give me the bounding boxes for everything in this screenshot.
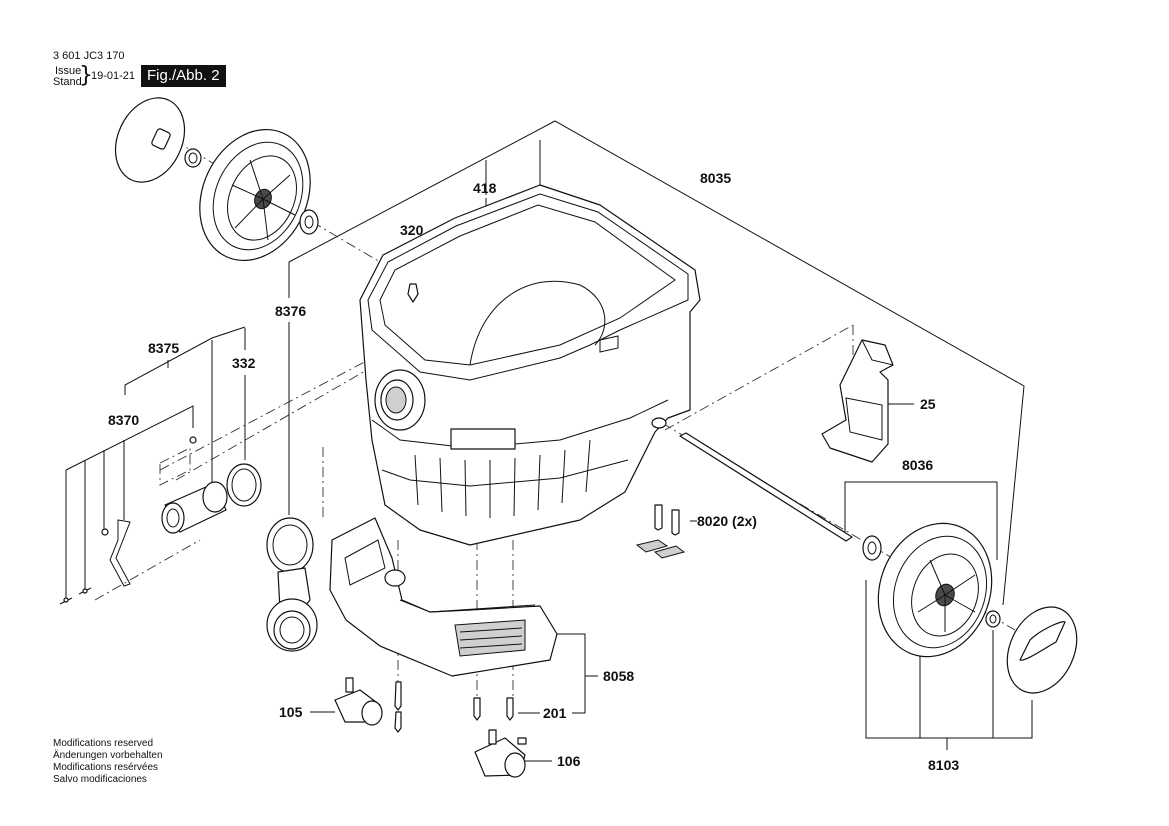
screws-201	[394, 681, 514, 733]
caster-105	[334, 677, 383, 726]
callout-labels: 8035 418 320 8376 8375 332 8370 25 8036 …	[108, 170, 959, 773]
callout-8058: 8058	[603, 668, 634, 684]
callout-320: 320	[400, 222, 424, 238]
note-line-de: Änderungen vorbehalten	[53, 750, 163, 761]
callout-418: 418	[473, 180, 497, 196]
wheel-spacer-right	[862, 535, 882, 561]
callout-8375: 8375	[148, 340, 179, 356]
left-wheel-assembly	[114, 97, 319, 262]
note-line-es: Salvo modificaciones	[53, 774, 147, 785]
callout-8370: 8370	[108, 412, 139, 428]
leader-lines	[65, 120, 1033, 762]
base-8058	[329, 517, 558, 677]
part-320-fitting	[407, 283, 419, 303]
callout-8020: 8020 (2x)	[697, 513, 757, 529]
connector-cap	[266, 517, 314, 573]
issue-date: 19-01-21	[91, 70, 136, 82]
callout-201: 201	[543, 705, 567, 721]
retaining-washer	[184, 148, 202, 168]
callout-8035: 8035	[700, 170, 731, 186]
caster-106	[474, 729, 527, 778]
tank-label-plate	[450, 428, 516, 450]
callout-332: 332	[232, 355, 256, 371]
stand-label: Stand	[53, 76, 82, 88]
document-number: 3 601 JC3 170	[53, 50, 125, 62]
axle	[679, 432, 853, 542]
callout-8036: 8036	[902, 457, 933, 473]
figure-label: Fig./Abb. 2	[141, 65, 226, 87]
issue-label: Issue	[55, 65, 82, 77]
note-line-en: Modifications reserved	[53, 738, 154, 749]
callout-8103: 8103	[928, 757, 959, 773]
note-line-fr: Modifications resérvées	[53, 762, 159, 773]
callout-8376: 8376	[275, 303, 306, 319]
hub-cap-disc	[114, 97, 186, 183]
wheel-spacer	[299, 209, 319, 235]
parts-8020	[635, 504, 686, 559]
retaining-washer-right	[985, 610, 1001, 628]
latch-25	[821, 339, 894, 463]
hose-sleeve-parts	[59, 436, 262, 605]
wheel-right	[877, 522, 993, 658]
brace-glyph: }	[79, 63, 93, 88]
hose-connector-8376	[266, 517, 318, 652]
callout-25: 25	[920, 396, 936, 412]
axle-rod	[679, 432, 853, 542]
callout-106: 106	[557, 753, 581, 769]
callout-105: 105	[279, 704, 303, 720]
tank-container	[359, 184, 701, 546]
clip-spring	[109, 519, 131, 587]
right-wheel-assembly	[862, 522, 1078, 694]
